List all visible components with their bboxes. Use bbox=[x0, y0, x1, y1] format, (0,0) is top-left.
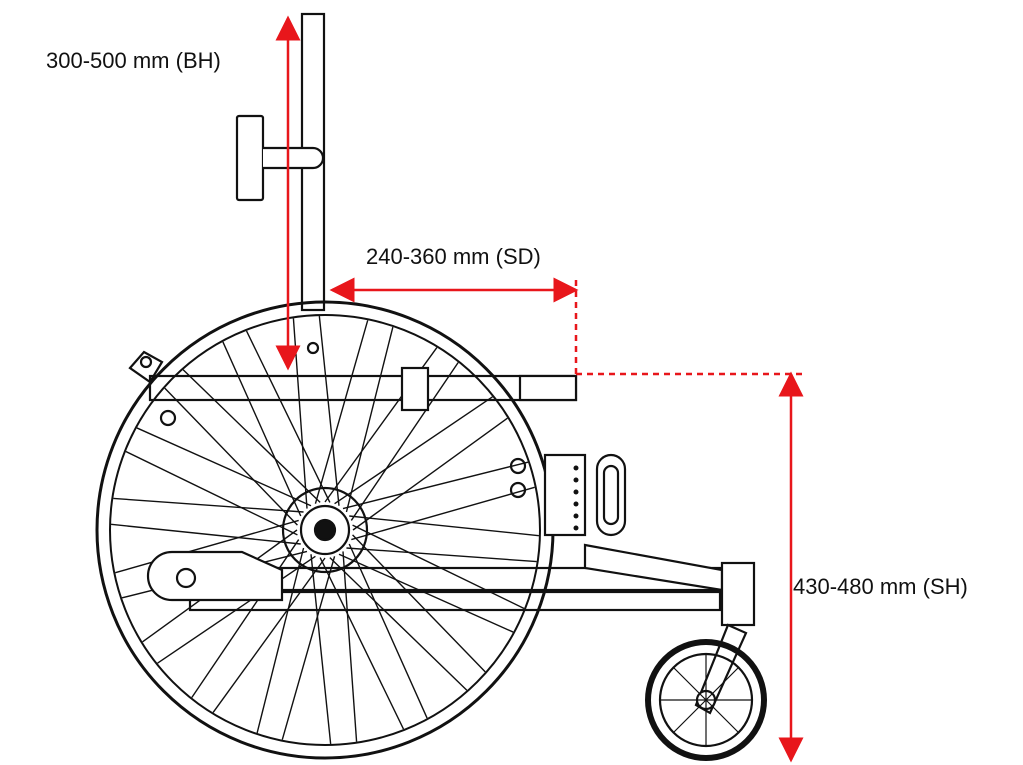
caster-wheel bbox=[645, 639, 767, 761]
anti-tip-plate bbox=[146, 550, 284, 602]
wheel-spoke bbox=[113, 497, 304, 513]
bracket-bolt bbox=[509, 457, 527, 475]
wheel-spoke bbox=[310, 554, 332, 744]
backrest-height-label: 300-500 mm (BH) bbox=[46, 48, 221, 73]
wheel-spoke bbox=[125, 450, 298, 536]
axle-plate-holes bbox=[573, 465, 579, 531]
axle-plate-slot-inner bbox=[602, 464, 620, 526]
wheel-spoke bbox=[191, 539, 300, 698]
wheel-spoke bbox=[115, 519, 299, 574]
anti-tip-hole bbox=[175, 567, 197, 589]
seat-height-label: 430-480 mm (SH) bbox=[793, 574, 968, 599]
seat-frame-end bbox=[518, 374, 578, 402]
frame-bolt-2 bbox=[306, 341, 320, 355]
wheel-spoke bbox=[342, 461, 529, 510]
wheel-spoke bbox=[164, 387, 298, 526]
wheel-spoke bbox=[352, 534, 486, 673]
wheel-spoke bbox=[256, 547, 305, 734]
dimension-lines bbox=[275, 15, 805, 763]
seat-clamp bbox=[400, 366, 430, 412]
wheel-spoke bbox=[338, 553, 514, 633]
wheel-spoke bbox=[348, 543, 428, 719]
rear-wheel bbox=[95, 300, 555, 760]
wheel-spoke bbox=[292, 318, 308, 509]
wheel-spoke bbox=[345, 326, 394, 513]
axle-plate bbox=[543, 453, 587, 537]
wheel-spoke bbox=[318, 316, 340, 506]
wheel-spoke bbox=[222, 341, 302, 517]
wheel-spoke bbox=[352, 417, 508, 531]
caster-housing bbox=[720, 561, 756, 627]
wheel-spoke bbox=[352, 524, 525, 610]
wheelchair-drawing bbox=[95, 12, 767, 761]
wheel-spoke bbox=[349, 515, 539, 537]
wheel-spoke bbox=[182, 369, 321, 503]
seat-frame-tube bbox=[148, 374, 578, 402]
wheel-spoke bbox=[111, 523, 301, 545]
wheel-spoke bbox=[334, 396, 493, 505]
caster-arm bbox=[583, 543, 724, 592]
wheel-spoke bbox=[136, 427, 312, 507]
seat-depth-label: 240-360 mm (SD) bbox=[366, 244, 541, 269]
brake-pivot bbox=[139, 355, 153, 369]
wheel-spoke bbox=[350, 362, 459, 521]
wheel-spoke bbox=[351, 486, 535, 541]
wheel-spoke bbox=[329, 557, 468, 691]
bracket-bolt-2 bbox=[509, 481, 527, 499]
push-handle-grip bbox=[235, 114, 265, 202]
frame-bolt bbox=[159, 409, 177, 427]
wheel-spoke bbox=[342, 551, 358, 742]
wheel-spoke bbox=[212, 557, 326, 713]
wheel-spoke bbox=[346, 547, 537, 563]
push-handle-bar bbox=[263, 146, 325, 170]
wheel-spoke bbox=[319, 557, 405, 730]
wheel-spoke bbox=[314, 320, 369, 504]
wheel-spoke bbox=[281, 556, 336, 740]
wheel-spoke bbox=[245, 330, 331, 503]
